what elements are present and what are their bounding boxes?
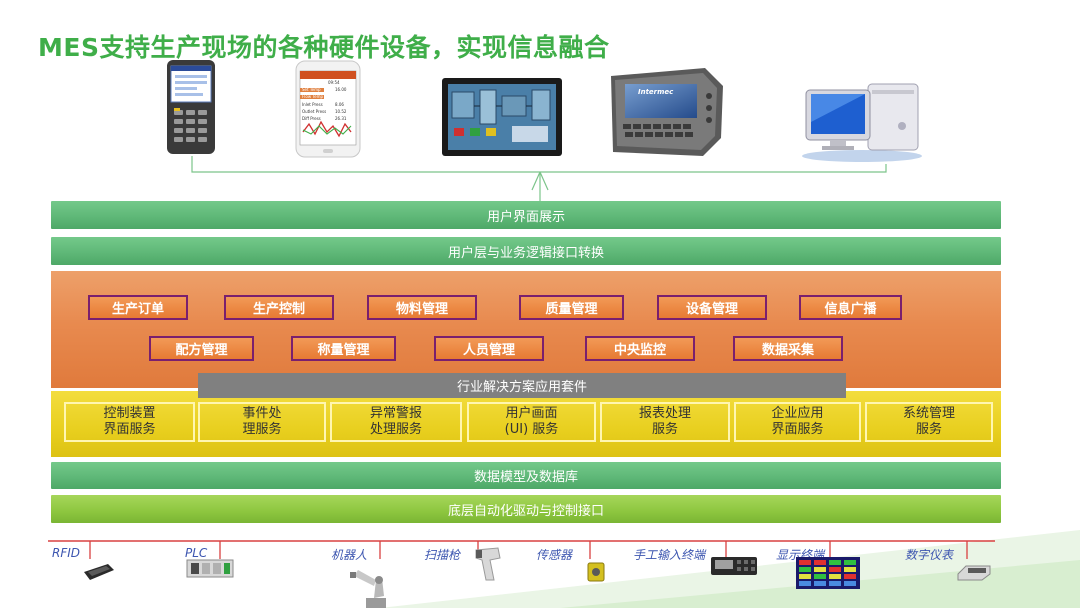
desktop-computer-icon: [798, 76, 926, 164]
phone-row-1-label: Set Temp: [302, 87, 321, 92]
module-material-management: 物料管理: [367, 295, 477, 320]
service-line-1: 用户画面: [505, 406, 558, 421]
service-line-1: 系统管理: [902, 406, 955, 421]
service-user-screen: 用户画面(UI) 服务: [467, 402, 596, 442]
phone-header: 09:54: [328, 80, 340, 85]
module-info-broadcast: 信息广播: [799, 295, 902, 320]
phone-row-4-label: Outlet Press: [302, 109, 327, 114]
service-line-1: 事件处: [242, 406, 282, 421]
service-line-2: 处理服务: [369, 422, 422, 437]
page-title: MES支持生产现场的各种硬件设备，实现信息融合: [38, 33, 610, 62]
module-quality-management: 质量管理: [519, 295, 624, 320]
phone-row-5-value: 26.31: [335, 116, 347, 121]
hardware-label-digital-meter: 数字仪表: [905, 548, 954, 562]
rfid-reader-icon: [84, 564, 114, 580]
business-modules-block: [51, 271, 1001, 388]
hardware-label-manual-terminal: 手工输入终端: [633, 548, 706, 562]
phone-row-4-value: 10.52: [335, 109, 347, 114]
sensor-icon: [587, 562, 605, 582]
phone-row-3-label: Inlet Press: [302, 102, 323, 107]
touch-panel-icon: [442, 78, 562, 156]
service-line-2: 界面服务: [771, 422, 824, 437]
service-event-processing: 事件处理服务: [198, 402, 326, 442]
phone-row-3-value: 8.06: [335, 102, 344, 107]
service-report-processing: 报表处理服务: [600, 402, 730, 442]
plc-icon: [186, 559, 234, 578]
module-equipment-management: 设备管理: [657, 295, 767, 320]
device-connector-lines: [191, 156, 887, 201]
module-weighing-management: 称量管理: [291, 336, 396, 361]
module-production-control: 生产控制: [224, 295, 334, 320]
data-model-layer: 数据模型及数据库: [51, 462, 1001, 489]
service-line-1: 报表处理: [638, 406, 691, 421]
smartphone-icon: 09:54 Set Temp 16.00 Flow Temp Inlet Pre…: [295, 60, 361, 158]
hardware-label-scanner: 扫描枪: [424, 548, 461, 562]
service-control-device-ui: 控制装置界面服务: [64, 402, 195, 442]
barcode-scanner-icon: [475, 547, 501, 581]
hardware-label-plc: PLC: [185, 546, 208, 560]
terminal-brand: Intermec: [638, 88, 674, 96]
hardware-label-sensor: 传感器: [536, 548, 573, 562]
digital-meter-icon: [957, 565, 991, 581]
module-recipe-management: 配方管理: [149, 336, 254, 361]
service-line-2: 服务: [651, 422, 678, 437]
phone-row-5-label: Diff Press: [302, 116, 321, 121]
service-enterprise-app: 企业应用界面服务: [734, 402, 861, 442]
service-line-2: 理服务: [242, 422, 282, 437]
interface-conversion-layer: 用户层与业务逻辑接口转换: [51, 237, 1001, 265]
field-bus-line: [48, 540, 995, 559]
manual-input-terminal-icon: [711, 557, 757, 575]
robot-arm-icon: [350, 570, 386, 608]
industry-suite-bar: 行业解决方案应用套件: [198, 373, 846, 398]
module-central-monitoring: 中央监控: [585, 336, 695, 361]
vehicle-terminal-icon: Intermec: [605, 66, 725, 158]
service-line-2: 服务: [915, 422, 942, 437]
phone-row-1-value: 16.00: [335, 87, 347, 92]
phone-row-2-label: Flow Temp: [302, 94, 324, 99]
service-line-2: 界面服务: [103, 422, 156, 437]
service-system-management: 系统管理服务: [865, 402, 993, 442]
service-line-1: 控制装置: [103, 406, 156, 421]
service-line-1: 企业应用: [771, 406, 824, 421]
ui-display-layer: 用户界面展示: [51, 201, 1001, 229]
module-data-acquisition: 数据采集: [733, 336, 843, 361]
module-production-order: 生产订单: [88, 295, 188, 320]
hardware-label-rfid: RFID: [52, 546, 81, 560]
service-line-1: 异常警报: [369, 406, 422, 421]
handheld-terminal-icon: [165, 58, 217, 156]
module-personnel-management: 人员管理: [434, 336, 544, 361]
automation-interface-layer: 底层自动化驱动与控制接口: [51, 495, 1001, 523]
service-alarm-handling: 异常警报处理服务: [330, 402, 462, 442]
display-terminal-icon: [796, 557, 860, 589]
service-line-2: (UI) 服务: [504, 422, 559, 437]
hardware-label-robot: 机器人: [331, 548, 368, 562]
